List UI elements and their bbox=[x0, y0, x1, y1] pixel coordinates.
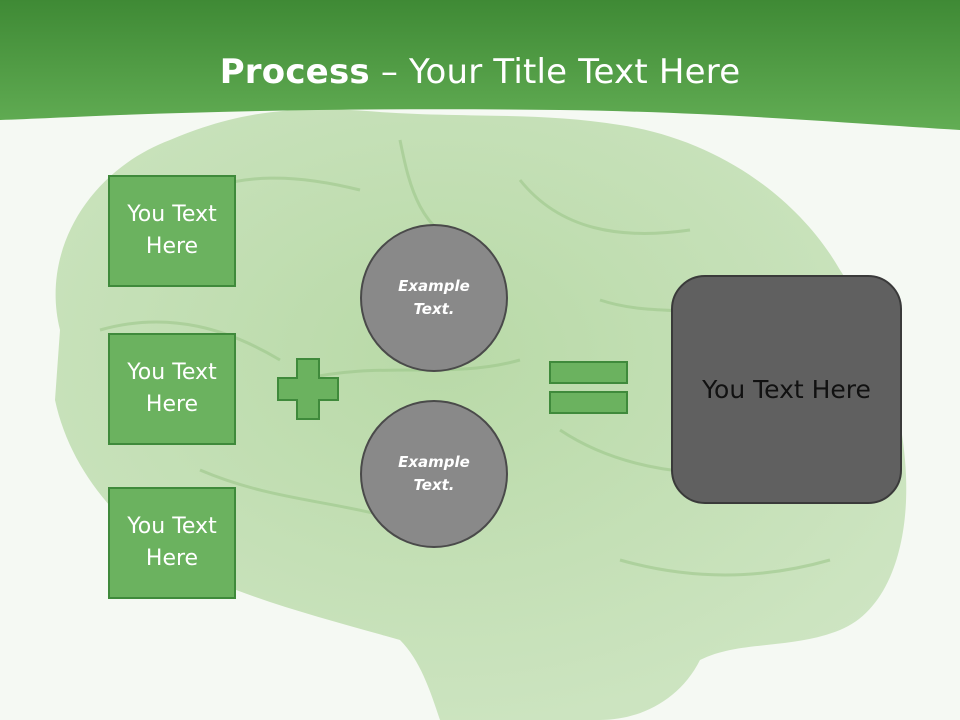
example-circle-2[interactable]: Example Text. bbox=[360, 400, 508, 548]
text-box-2[interactable]: You Text Here bbox=[108, 333, 236, 445]
title-rest: – Your Title Text Here bbox=[369, 52, 741, 92]
slide-title: Process – Your Title Text Here bbox=[0, 52, 960, 92]
plus-icon bbox=[277, 358, 339, 420]
title-bold: Process bbox=[219, 52, 370, 92]
result-box[interactable]: You Text Here bbox=[671, 275, 902, 504]
text-box-3[interactable]: You Text Here bbox=[108, 487, 236, 599]
text-box-1[interactable]: You Text Here bbox=[108, 175, 236, 287]
example-circle-1[interactable]: Example Text. bbox=[360, 224, 508, 372]
equals-icon bbox=[549, 361, 628, 414]
